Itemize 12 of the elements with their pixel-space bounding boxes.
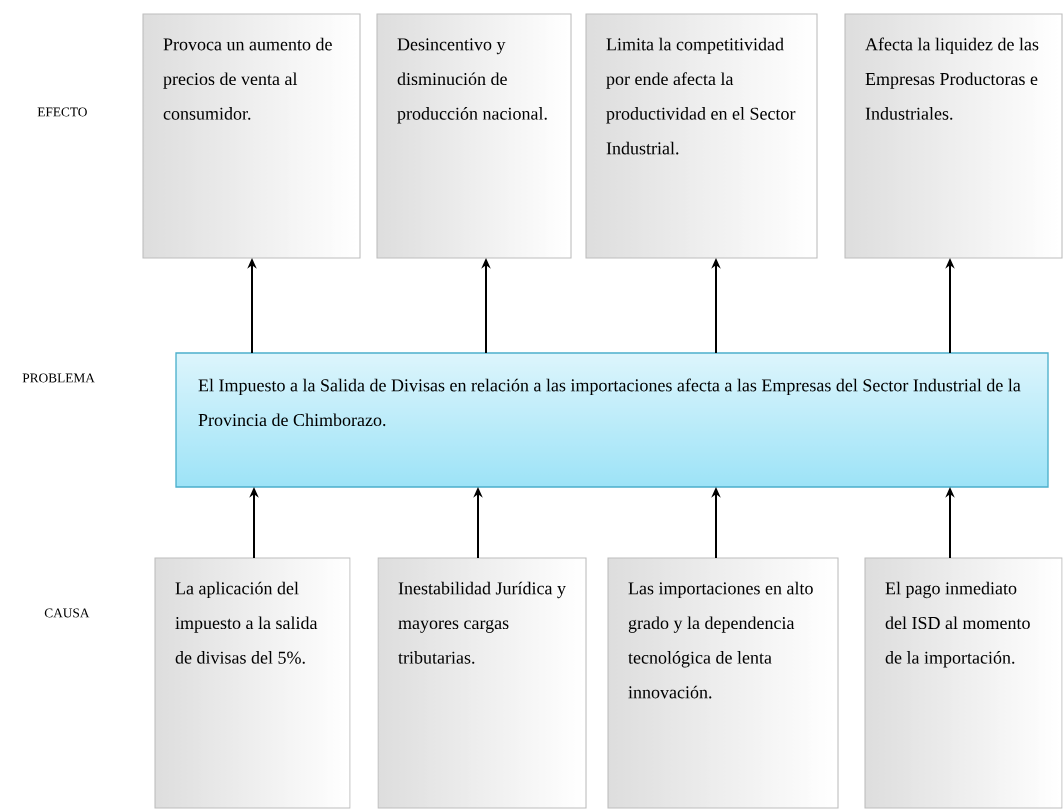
cause-box: La aplicación del impuesto a la salida de divisas del 5%. [154,557,351,809]
effect-box: Provoca un aumento de precios de venta al consumidor. [142,13,361,259]
problem-box: El Impuesto a la Salida de Divisas en relación a las importaciones afecta a las Empresas del Sector Industrial de la Provincia de Chimborazo. [175,352,1049,488]
effect-box: Desincentivo y disminución de producción nacional. [376,13,572,259]
row-label: PROBLEMA [22,373,95,383]
cause-box: Inestabilidad Jurídica y mayores cargas tributarias. [377,557,587,809]
effect-box: Afecta la liquidez de las Empresas Productoras e Industriales. [844,13,1063,259]
cause-box: El pago inmediato del ISD al momento de la importación. [864,557,1063,809]
row-label: EFECTO [37,107,87,117]
cause-box: Las importaciones en alto grado y la dependencia tecnológica de lenta innovación. [607,557,839,809]
row-label: CAUSA [44,608,90,618]
effect-box: Limita la competitividad por ende afecta la productividad en el Sector Industrial. [585,13,818,259]
